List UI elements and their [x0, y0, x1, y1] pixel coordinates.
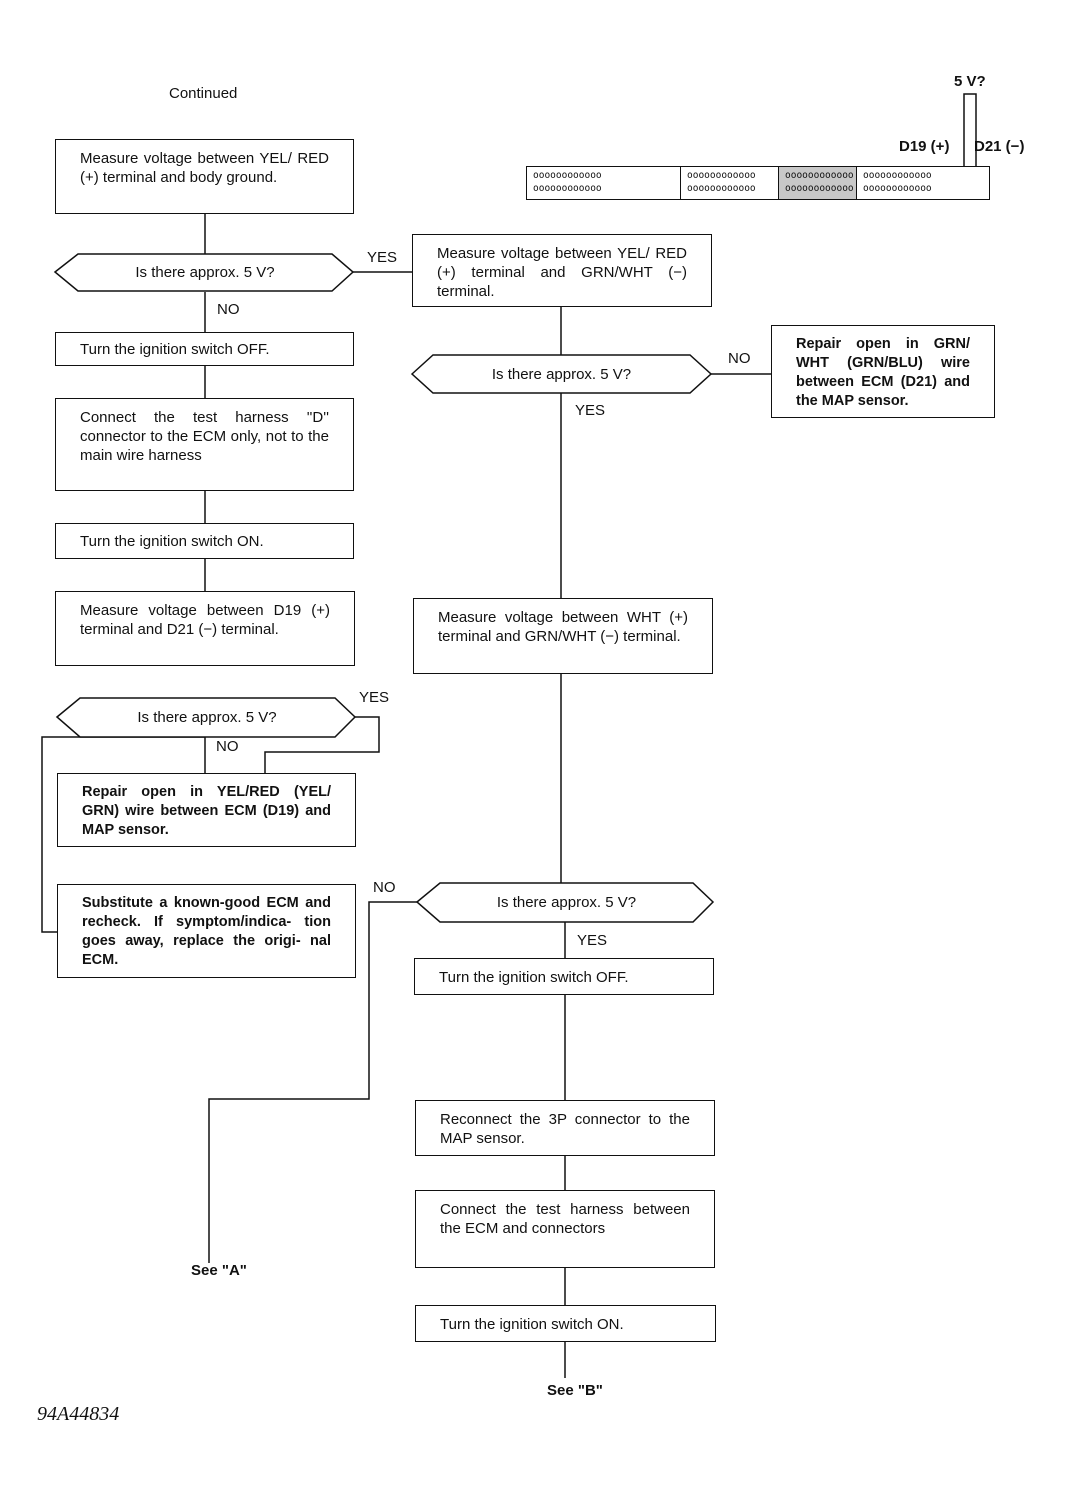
d3-yes-label: YES: [359, 689, 390, 706]
turn-ignition-on-box-1: Turn the ignition switch ON.: [55, 523, 354, 559]
substitute-ecm-box: Substitute a known-good ECM and recheck.…: [57, 884, 356, 978]
measure-yelred-ground-box: Measure voltage between YEL/ RED (+) ter…: [55, 139, 354, 214]
decision-2-text: Is there approx. 5 V?: [491, 365, 632, 383]
d1-yes-label: YES: [367, 249, 398, 266]
d2-no-label: NO: [728, 350, 751, 367]
decision-4-text: Is there approx. 5 V?: [496, 894, 637, 911]
see-b-reference: See "B": [547, 1382, 603, 1399]
decision-diamond-2: [410, 354, 713, 394]
d2-yes-label: YES: [575, 402, 606, 419]
connect-harness-d-box: Connect the test harness ''D'' connector…: [55, 398, 354, 491]
decision-diamond-4: [415, 882, 715, 923]
d4-no-label: NO: [373, 879, 396, 896]
d21-minus-label: D21 (−): [974, 138, 1025, 155]
decision-1-text: Is there approx. 5 V?: [135, 264, 275, 281]
reconnect-3p-box: Reconnect the 3P connector to the MAP se…: [415, 1100, 715, 1156]
connect-harness-ecm-box: Connect the test harness between the ECM…: [415, 1190, 715, 1268]
decision-diamond-3: [55, 697, 357, 738]
turn-ignition-off-box-1: Turn the ignition switch OFF.: [55, 332, 354, 366]
turn-ignition-on-box-2: Turn the ignition switch ON.: [415, 1305, 716, 1342]
decision-3-text: Is there approx. 5 V?: [137, 709, 277, 726]
continued-label: Continued: [169, 85, 238, 102]
repair-grnwht-box: Repair open in GRN/ WHT (GRN/BLU) wire b…: [771, 325, 995, 418]
d1-no-label: NO: [217, 301, 240, 318]
turn-ignition-off-box-2: Turn the ignition switch OFF.: [414, 958, 714, 995]
voltage-check-label: 5 V?: [954, 73, 986, 90]
measure-d19-d21-box: Measure voltage between D19 (+) terminal…: [55, 591, 355, 666]
d4-yes-label: YES: [577, 932, 608, 949]
measure-wht-grnwht-box: Measure voltage between WHT (+) terminal…: [413, 598, 713, 674]
decision-diamond-1: [53, 253, 355, 292]
d19-plus-label: D19 (+): [899, 138, 950, 155]
figure-code: 94A44834: [37, 1403, 120, 1425]
measure-yelred-grnwht-box: Measure voltage between YEL/ RED (+) ter…: [412, 234, 712, 307]
see-a-reference: See "A": [191, 1262, 247, 1279]
repair-yelred-box: Repair open in YEL/RED (YEL/ GRN) wire b…: [57, 773, 356, 847]
d3-no-label: NO: [216, 738, 239, 755]
